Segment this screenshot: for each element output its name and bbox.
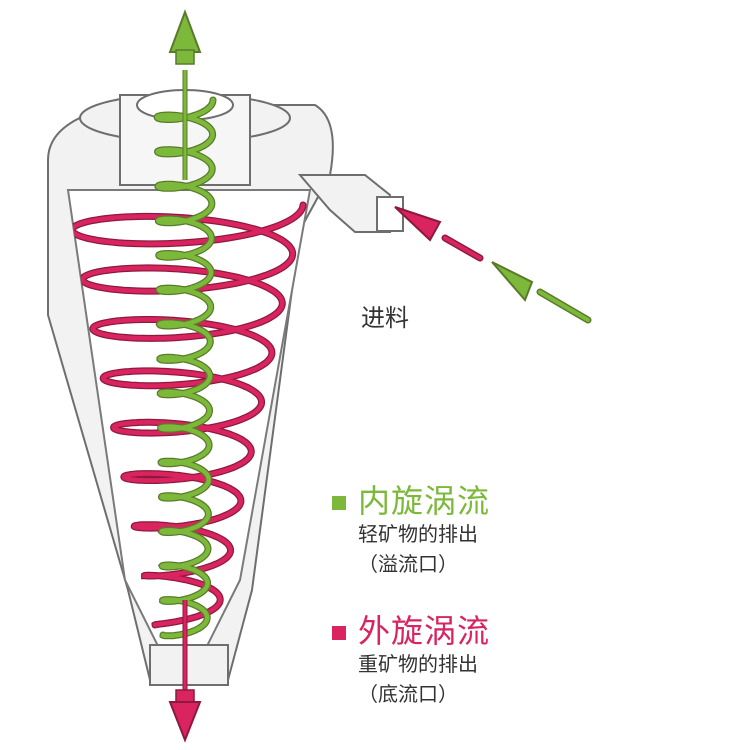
legend-title-inner: 内旋涡流: [358, 482, 491, 520]
legend-swatch-inner: [332, 496, 346, 510]
legend-inner: 内旋涡流 轻矿物的排出 （溢流口）: [332, 483, 490, 579]
inlet-opening: [376, 196, 404, 232]
feed-label: 进料: [361, 304, 409, 332]
underflow-outlet: [149, 644, 229, 686]
legend-swatch-outer: [332, 626, 346, 640]
legend-title-outer: 外旋涡流: [358, 612, 491, 650]
down-arrow-icon: [168, 689, 202, 743]
inlet-arrow-icon: [394, 206, 592, 324]
legend-line2-inner: （溢流口）: [358, 552, 458, 576]
legend-line1-outer: 重矿物的排出: [358, 652, 478, 676]
inner-spiral: [154, 97, 216, 639]
legend-line2-outer: （底流口）: [358, 682, 458, 706]
legend-outer: 外旋涡流 重矿物的排出 （底流口）: [332, 613, 490, 709]
up-arrow-icon: [168, 9, 202, 65]
legend-line1-inner: 轻矿物的排出: [358, 522, 478, 546]
